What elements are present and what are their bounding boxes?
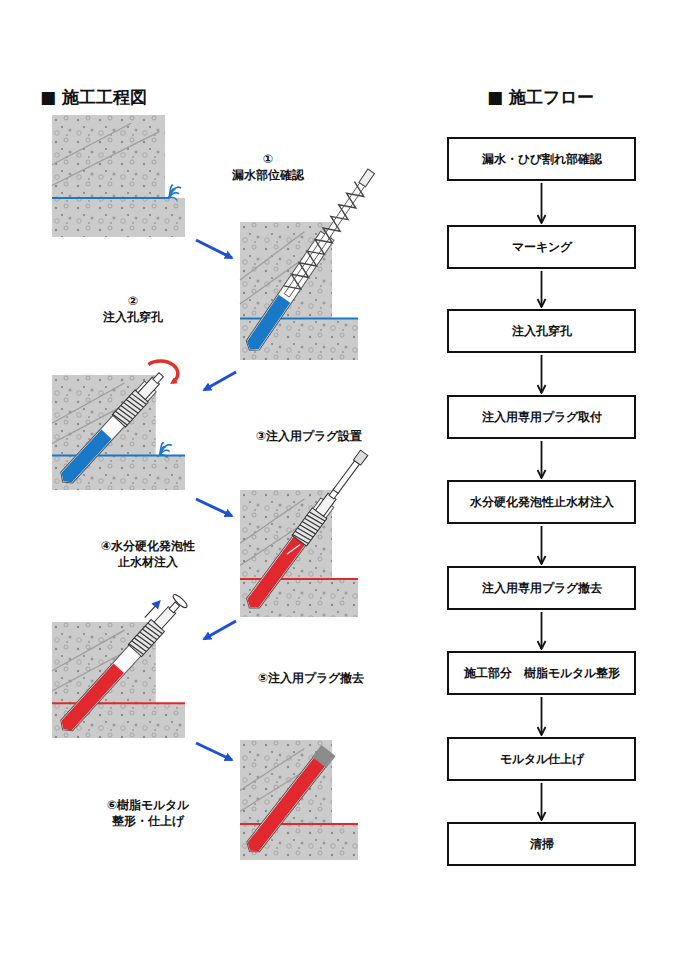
process-box: 清掃: [447, 822, 636, 866]
process-text: 清掃: [530, 836, 554, 853]
plug-handle: [171, 593, 188, 610]
water-splash: [160, 445, 172, 456]
concrete-panel: [52, 361, 185, 490]
process-box: 注入用専用プラグ取付: [447, 395, 636, 439]
injection-plug: [128, 598, 184, 657]
process-text: マーキング: [512, 239, 572, 256]
flow-arrow: [541, 441, 543, 478]
step-label: ③注入用プラグ設置: [256, 428, 362, 444]
water-splash: [160, 455, 168, 458]
concrete-panel: [52, 589, 189, 738]
concrete-wall: [52, 115, 165, 198]
flow-arrow: [541, 697, 543, 735]
crack-line: [240, 823, 358, 825]
hole-fill: [58, 429, 112, 485]
plug-thread: [129, 642, 144, 656]
injection-hole: [242, 745, 335, 857]
process-box: 施工部分 樹脂モルタル整形: [447, 651, 636, 695]
hole-fill: [244, 536, 305, 611]
process-text: 漏水・ひび割れ部確認: [482, 151, 602, 168]
flow-arrow: [541, 355, 543, 393]
injection-plug: [112, 369, 168, 427]
injection-nozzle: [333, 461, 359, 494]
step-arrow: [204, 372, 236, 390]
plug-thread: [113, 413, 128, 427]
concrete-panel: [240, 740, 358, 860]
flow-arrow: [541, 783, 543, 820]
water-splash: [169, 197, 177, 200]
process-box: 水分硬化発泡性止水材注入: [447, 480, 636, 524]
step-label: ② 注入孔穿孔: [103, 293, 163, 325]
drill-shaft: [284, 183, 364, 297]
injection-plug: [292, 484, 344, 546]
concrete-slab: [52, 198, 185, 237]
process-text: 水分硬化発泡性止水材注入: [470, 494, 614, 511]
removal-arrow: [145, 601, 160, 617]
injection-hole: [242, 447, 371, 613]
hole-outline: [243, 498, 334, 613]
section-heading: ■ 施工フロー: [487, 86, 594, 109]
flow-arrow: [541, 271, 543, 307]
process-text: モルタル仕上げ: [500, 751, 584, 768]
step-label: ① 漏水部位確認: [232, 151, 304, 183]
process-text: 施工部分 樹脂モルタル整形: [464, 665, 620, 682]
step-arrow: [196, 743, 232, 760]
process-box: マーキング: [447, 225, 636, 269]
process-box: モルタル仕上げ: [447, 737, 636, 781]
step-label: ⑤注入用プラグ撤去: [258, 670, 364, 686]
flow-streak: [287, 542, 300, 558]
concrete-panel: [240, 167, 378, 360]
step-label: ⑥樹脂モルタル 整形・仕上げ: [107, 797, 189, 829]
section-heading: ■ 施工工程図: [40, 86, 147, 109]
flow-arrow: [541, 183, 543, 223]
process-text: 注入用専用プラグ取付: [482, 409, 602, 426]
process-box: 注入用専用プラグ撤去: [447, 566, 636, 610]
rotation-arrow: [148, 361, 177, 382]
step-arrow: [204, 621, 236, 639]
drill-flute: [284, 182, 368, 295]
plug-nipple: [153, 373, 164, 384]
hole-fill: [244, 295, 290, 354]
concrete-panel: [240, 447, 371, 617]
drill-chuck: [359, 169, 375, 187]
process-box: 漏水・ひび割れ部確認: [447, 137, 636, 181]
process-box: 注入孔穿孔: [447, 309, 636, 353]
water-splash: [169, 187, 181, 198]
nozzle-grip: [353, 450, 367, 465]
hole-outline: [57, 381, 157, 487]
crack-line: [240, 578, 358, 580]
mortar-patch: [312, 745, 336, 768]
plug-thread: [293, 533, 309, 545]
wall-streak: [52, 132, 159, 186]
crack-line: [52, 455, 185, 457]
injection-hole: [52, 589, 189, 736]
injection-hole: [243, 167, 378, 355]
wall-streak: [52, 123, 131, 164]
process-text: 注入用専用プラグ撤去: [482, 580, 602, 597]
flow-arrow: [541, 526, 543, 564]
injection-hole: [56, 369, 168, 488]
hole-fill: [245, 752, 330, 855]
flow-arrow: [541, 612, 543, 649]
hole-outline: [243, 747, 333, 856]
step-arrow: [196, 240, 232, 258]
process-text: 注入孔穿孔: [512, 323, 572, 340]
step-label: ④水分硬化発泡性 止水材注入: [101, 538, 195, 570]
step-arrow: [196, 499, 232, 516]
concrete-panel: [52, 115, 185, 237]
crack-line: [240, 318, 358, 320]
panel-group: [52, 115, 378, 860]
crack-line: [52, 702, 185, 704]
hole-fill: [58, 664, 124, 734]
crack-line: [52, 197, 169, 199]
